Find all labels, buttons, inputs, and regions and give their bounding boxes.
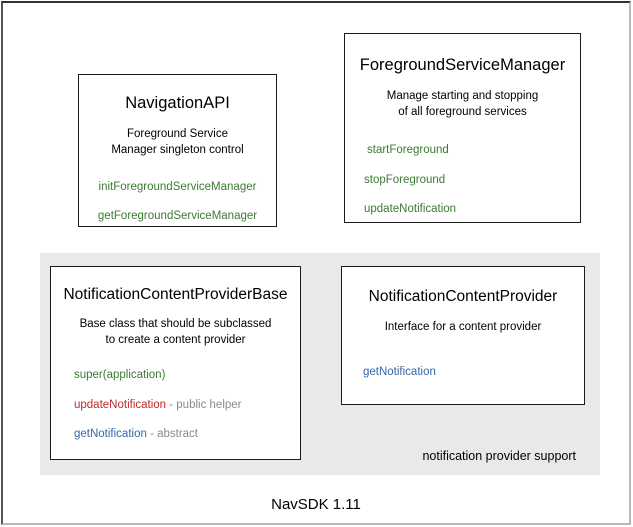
description-line: Manager singleton control bbox=[111, 143, 244, 156]
method-name: startForeground bbox=[367, 144, 449, 157]
method-item[interactable]: getNotification bbox=[363, 365, 584, 379]
method-note: - public helper bbox=[166, 398, 242, 411]
description-line: of all foreground services bbox=[398, 105, 527, 118]
method-list-notification-content-provider: getNotification bbox=[342, 365, 584, 379]
method-list-foreground-service-manager: startForeground stopForeground updateNot… bbox=[345, 144, 580, 216]
method-item[interactable]: stopForeground bbox=[364, 173, 580, 187]
method-list-navigation-api: initForegroundServiceManager getForegrou… bbox=[79, 181, 276, 223]
footer-caption: NavSDK 1.11 bbox=[271, 496, 361, 513]
description-line: to create a content provider bbox=[105, 333, 246, 346]
method-list-notification-content-provider-base: super(application) updateNotification - … bbox=[51, 369, 300, 441]
box-title-foreground-service-manager: ForegroundServiceManager bbox=[359, 56, 566, 74]
description-line: Interface for a content provider bbox=[384, 321, 542, 334]
method-name: stopForeground bbox=[364, 173, 446, 186]
class-box-navigation-api[interactable]: NavigationAPI Foreground Service Manager… bbox=[78, 74, 277, 227]
method-name: initForegroundServiceManager bbox=[98, 181, 257, 194]
method-item[interactable]: updateNotification bbox=[364, 203, 580, 216]
method-item[interactable]: getForegroundServiceManager bbox=[79, 209, 276, 223]
class-box-notification-content-provider-base[interactable]: NotificationContentProviderBase Base cla… bbox=[50, 266, 301, 460]
description-line: Manage starting and stopping bbox=[386, 90, 539, 103]
box-title-notification-content-provider: NotificationContentProvider bbox=[368, 288, 558, 305]
method-note: - abstract bbox=[146, 428, 199, 441]
class-box-foreground-service-manager[interactable]: ForegroundServiceManager Manage starting… bbox=[344, 33, 581, 223]
class-box-notification-content-provider[interactable]: NotificationContentProvider Interface fo… bbox=[341, 266, 585, 405]
method-name: updateNotification bbox=[364, 203, 457, 216]
method-item[interactable]: updateNotification - public helper bbox=[74, 398, 300, 412]
method-name: super(application) bbox=[74, 369, 166, 382]
box-title-navigation-api: NavigationAPI bbox=[125, 94, 230, 112]
method-item[interactable]: getNotification - abstract bbox=[74, 428, 300, 441]
description-line: Base class that should be subclassed bbox=[79, 318, 272, 331]
box-title-notification-content-provider-base: NotificationContentProviderBase bbox=[63, 286, 288, 303]
method-item[interactable]: initForegroundServiceManager bbox=[79, 181, 276, 194]
method-item[interactable]: startForeground bbox=[364, 144, 580, 157]
method-name: getForegroundServiceManager bbox=[97, 209, 258, 222]
method-name: getNotification bbox=[74, 428, 147, 441]
description-line: Foreground Service bbox=[127, 128, 228, 141]
box-description-navigation-api: Foreground Service Manager singleton con… bbox=[79, 127, 276, 158]
box-description-notification-content-provider: Interface for a content provider bbox=[342, 320, 584, 336]
box-description-foreground-service-manager: Manage starting and stopping of all fore… bbox=[345, 89, 580, 120]
method-name: getNotification bbox=[363, 365, 436, 378]
panel-label: notification provider support bbox=[422, 449, 576, 463]
box-description-notification-content-provider-base: Base class that should be subclassed to … bbox=[51, 317, 300, 348]
method-item[interactable]: super(application) bbox=[74, 369, 300, 382]
method-name: updateNotification bbox=[74, 398, 167, 411]
